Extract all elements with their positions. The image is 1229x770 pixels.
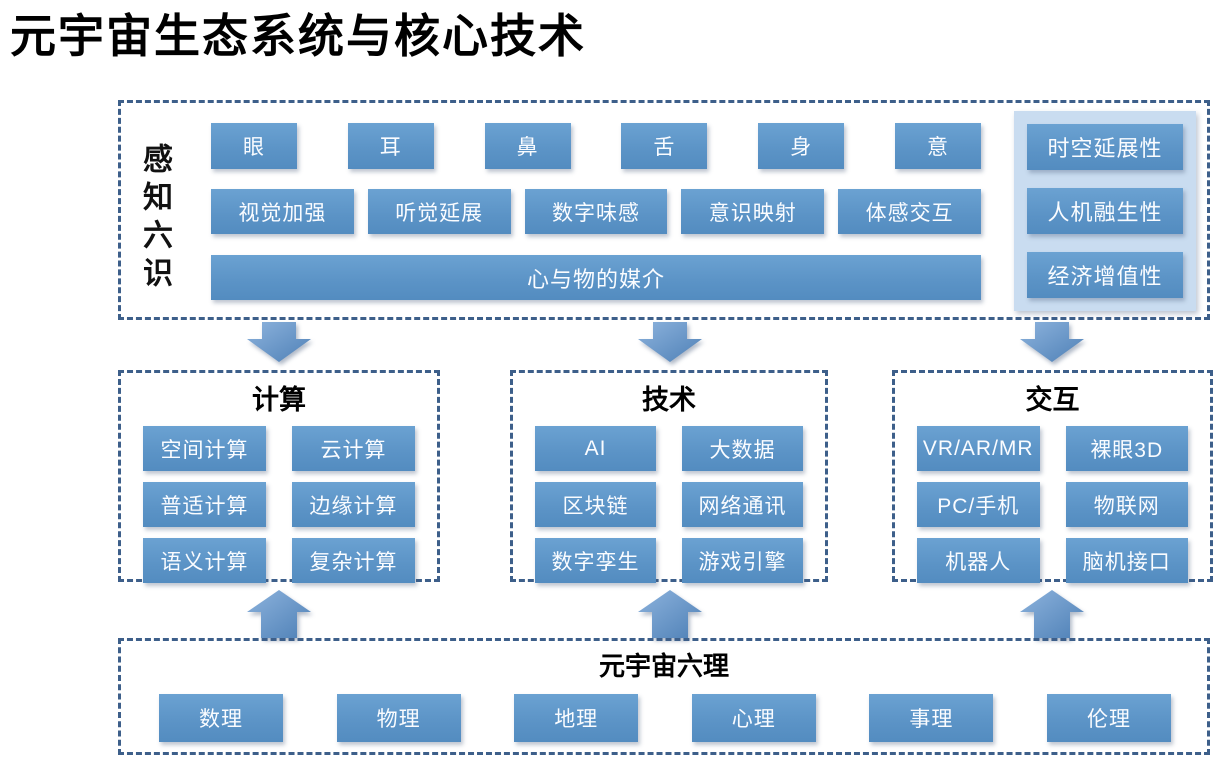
properties-panel: 时空延展性 人机融生性 经济增值性 bbox=[1014, 111, 1196, 311]
sense-box: 眼 bbox=[211, 123, 297, 169]
computing-box: 语义计算 bbox=[143, 538, 266, 583]
technology-box: 大数据 bbox=[682, 426, 803, 471]
principles-row: 数理 物理 地理 心理 事理 伦理 bbox=[121, 683, 1207, 742]
interaction-grid: VR/AR/MR 裸眼3D PC/手机 物联网 机器人 脑机接口 bbox=[895, 417, 1210, 583]
technology-box: 区块链 bbox=[535, 482, 656, 527]
interaction-box: 物联网 bbox=[1065, 482, 1188, 527]
sense-box: 鼻 bbox=[484, 123, 571, 169]
enhancements-row: 视觉加强 听觉延展 数字味感 意识映射 体感交互 bbox=[211, 189, 981, 234]
computing-box: 空间计算 bbox=[143, 426, 266, 471]
property-box: 人机融生性 bbox=[1027, 188, 1183, 234]
computing-box: 云计算 bbox=[292, 426, 415, 471]
up-arrow-icon bbox=[247, 590, 311, 638]
principle-box: 地理 bbox=[514, 694, 639, 742]
interaction-box: VR/AR/MR bbox=[917, 426, 1040, 471]
computing-box: 复杂计算 bbox=[292, 538, 415, 583]
page-title: 元宇宙生态系统与核心技术 bbox=[10, 10, 586, 62]
enhancement-box: 听觉延展 bbox=[367, 189, 511, 234]
computing-section-title: 计算 bbox=[252, 385, 306, 415]
principle-box: 心理 bbox=[691, 694, 816, 742]
technology-section-title: 技术 bbox=[642, 385, 696, 415]
down-arrow-icon bbox=[247, 322, 311, 362]
senses-row: 眼 耳 鼻 舌 身 意 bbox=[211, 123, 981, 169]
enhancement-box: 意识映射 bbox=[681, 189, 825, 234]
principles-section-title: 元宇宙六理 bbox=[598, 651, 729, 681]
principle-box: 数理 bbox=[159, 694, 283, 742]
medium-bar: 心与物的媒介 bbox=[211, 255, 981, 300]
technology-box: 数字孪生 bbox=[535, 538, 656, 583]
technology-box: 网络通讯 bbox=[682, 482, 803, 527]
interaction-box: PC/手机 bbox=[917, 482, 1040, 527]
enhancement-box: 体感交互 bbox=[838, 189, 981, 234]
interaction-section-title: 交互 bbox=[1025, 385, 1080, 415]
sense-box: 意 bbox=[894, 123, 981, 169]
computing-box: 边缘计算 bbox=[292, 482, 415, 527]
enhancement-box: 视觉加强 bbox=[211, 189, 354, 234]
interaction-section: 交互 VR/AR/MR 裸眼3D PC/手机 物联网 机器人 脑机接口 bbox=[892, 370, 1213, 583]
down-arrow-icon bbox=[1020, 322, 1084, 362]
principle-box: 伦理 bbox=[1046, 694, 1171, 742]
principle-box: 事理 bbox=[869, 694, 994, 742]
enhancement-box: 数字味感 bbox=[524, 189, 668, 234]
computing-box: 普适计算 bbox=[143, 482, 266, 527]
down-arrow-icon bbox=[638, 322, 702, 362]
up-arrow-icon bbox=[638, 590, 702, 638]
up-arrow-icon bbox=[1020, 590, 1084, 638]
computing-grid: 空间计算 云计算 普适计算 边缘计算 语义计算 复杂计算 bbox=[121, 417, 437, 583]
technology-box: AI bbox=[535, 426, 656, 471]
perception-content: 眼 耳 鼻 舌 身 意 视觉加强 听觉延展 数字味感 意识映射 体感交互 心与物… bbox=[211, 123, 981, 300]
perception-section-label: 感知六识 bbox=[138, 143, 171, 295]
interaction-box: 脑机接口 bbox=[1065, 538, 1188, 583]
principles-section: 元宇宙六理 数理 物理 地理 心理 事理 伦理 bbox=[118, 638, 1210, 755]
interaction-box: 裸眼3D bbox=[1065, 426, 1188, 471]
principle-box: 物理 bbox=[336, 694, 461, 742]
sense-box: 舌 bbox=[621, 123, 708, 169]
perception-section: 感知六识 眼 耳 鼻 舌 身 意 视觉加强 听觉延展 数字味感 意识映射 体感交… bbox=[118, 100, 1210, 320]
interaction-box: 机器人 bbox=[917, 538, 1040, 583]
sense-box: 身 bbox=[758, 123, 845, 169]
technology-box: 游戏引擎 bbox=[682, 538, 803, 583]
computing-section: 计算 空间计算 云计算 普适计算 边缘计算 语义计算 复杂计算 bbox=[118, 370, 440, 583]
technology-grid: AI 大数据 区块链 网络通讯 数字孪生 游戏引擎 bbox=[513, 417, 825, 583]
sense-box: 耳 bbox=[347, 123, 434, 169]
technology-section: 技术 AI 大数据 区块链 网络通讯 数字孪生 游戏引擎 bbox=[510, 370, 828, 583]
property-box: 时空延展性 bbox=[1027, 124, 1183, 170]
property-box: 经济增值性 bbox=[1027, 252, 1183, 298]
